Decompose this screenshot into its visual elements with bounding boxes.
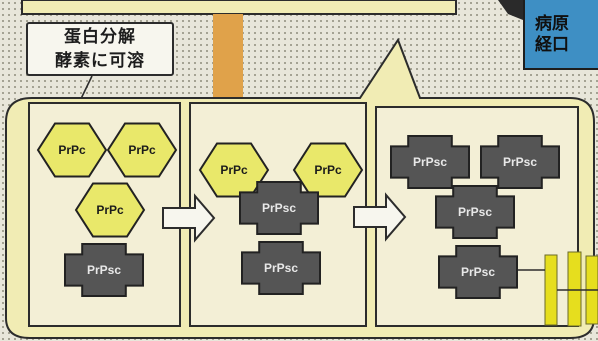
prpsc-molecule: PrPsc: [438, 245, 518, 299]
prpc-label: PrPc: [128, 143, 156, 157]
pointer-arrow: [498, 0, 528, 22]
callout-box: 蛋白分解 酵素に可溶: [26, 22, 174, 76]
prpc-label: PrPc: [220, 163, 248, 177]
prpsc-molecule: PrPsc: [480, 135, 560, 189]
callout-line-2: 酵素に可溶: [55, 51, 145, 70]
prpc-hexagon: [292, 142, 364, 198]
prpsc-shape: [435, 185, 515, 239]
fibril-bar: [567, 251, 582, 327]
arrow-1: [162, 193, 216, 243]
prpsc-shape: [241, 241, 321, 295]
route-line-1: 病原: [535, 14, 569, 33]
prpc-molecule: PrPc: [292, 142, 364, 198]
prpc-molecule: PrPc: [74, 182, 146, 238]
prpc-label: PrPc: [314, 163, 342, 177]
arrow-2: [353, 192, 407, 242]
fibril-bar: [544, 254, 558, 326]
prpsc-shape: [438, 245, 518, 299]
prpsc-label: PrPsc: [458, 205, 492, 219]
prpsc-label: PrPsc: [503, 155, 537, 169]
prpc-label: PrPc: [96, 203, 124, 217]
prpsc-label: PrPsc: [87, 263, 121, 277]
prpc-label: PrPc: [58, 143, 86, 157]
prpsc-molecule: PrPsc: [64, 243, 144, 297]
stalk: [213, 14, 243, 110]
prpc-hexagon: [36, 122, 108, 178]
prpsc-molecule: PrPsc: [390, 135, 470, 189]
prpc-hexagon: [74, 182, 146, 238]
prpsc-shape: [64, 243, 144, 297]
prpsc-shape: [390, 135, 470, 189]
route-box: 病原 経口: [523, 0, 598, 70]
prpsc-label: PrPsc: [413, 155, 447, 169]
route-line-2: 経口: [535, 35, 569, 54]
prpc-molecule: PrPc: [106, 122, 178, 178]
prpsc-label: PrPsc: [262, 201, 296, 215]
prpsc-shape: [239, 181, 319, 235]
prpsc-label: PrPsc: [461, 265, 495, 279]
prpsc-molecule: PrPsc: [239, 181, 319, 235]
prpc-hexagon: [106, 122, 178, 178]
prpsc-molecule: PrPsc: [241, 241, 321, 295]
prpsc-label: PrPsc: [264, 261, 298, 275]
prpc-molecule: PrPc: [36, 122, 108, 178]
callout-line-1: 蛋白分解: [64, 27, 136, 46]
prpsc-shape: [480, 135, 560, 189]
upper-strip: [21, 0, 457, 15]
prpsc-molecule: PrPsc: [435, 185, 515, 239]
